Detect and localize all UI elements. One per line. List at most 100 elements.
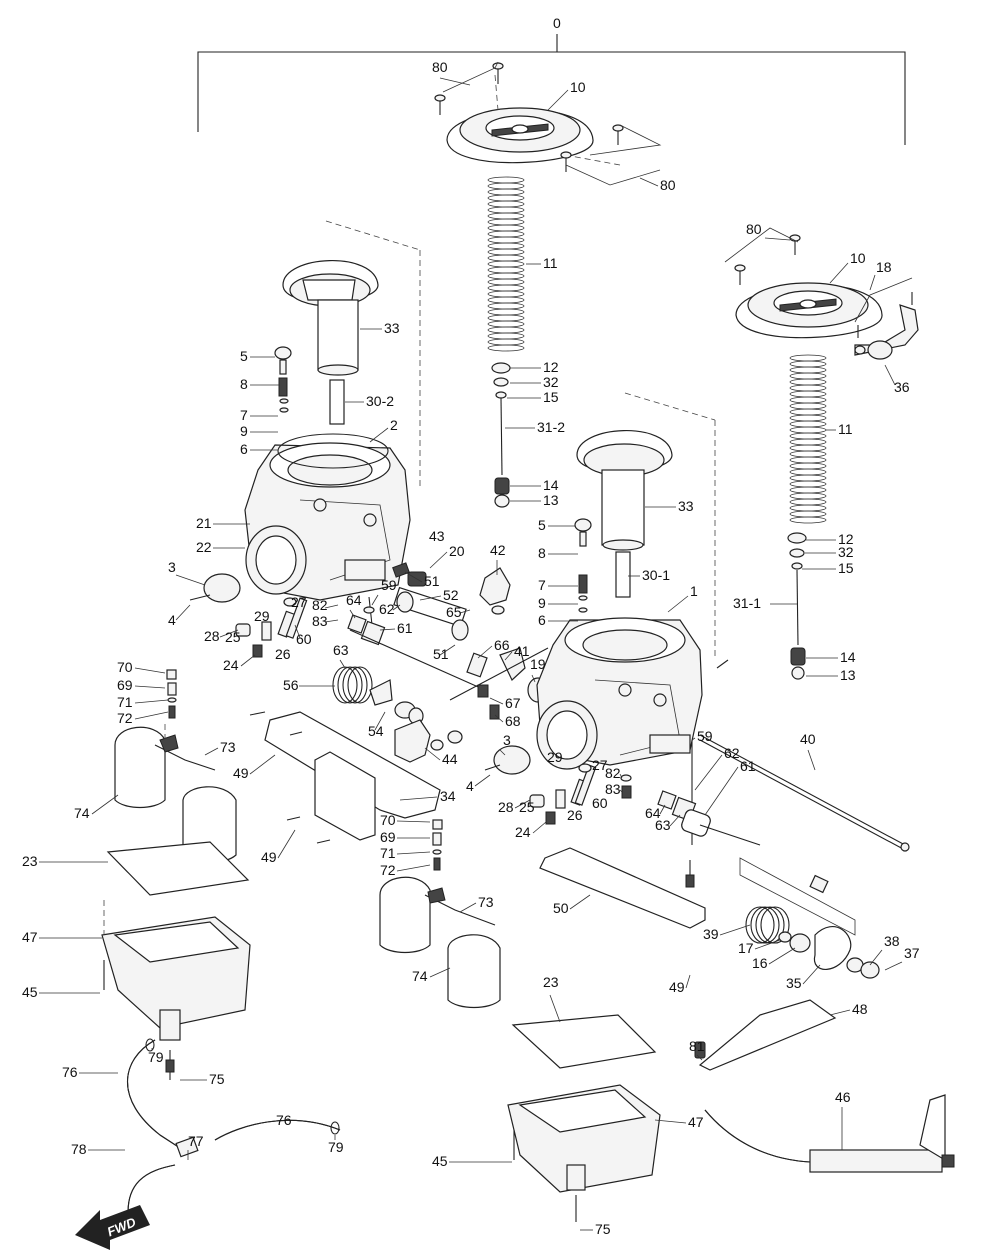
part-label-2-17: 2 <box>390 417 398 433</box>
leader-line-44-56 <box>424 747 441 761</box>
screw-80-top-3 <box>612 124 624 145</box>
float-right <box>379 819 695 1009</box>
part-label-51-43: 51 <box>433 646 449 662</box>
part-label-60-72: 60 <box>592 795 608 811</box>
pilot-screw-right <box>574 518 592 613</box>
leader-line-54-54 <box>374 711 386 731</box>
part-label-10-2: 10 <box>570 79 586 95</box>
screw-80-right-2 <box>734 264 746 285</box>
part-label-7-121: 7 <box>538 577 546 593</box>
part-label-69-78: 69 <box>380 829 396 845</box>
part-label-30_1-120: 30-1 <box>642 567 670 583</box>
leader-line-80-109 <box>764 237 791 241</box>
part-label-47-101: 47 <box>688 1114 704 1130</box>
leader-line-51-43 <box>439 644 456 656</box>
float-valve-3-left <box>189 573 241 603</box>
leader-line-64-35 <box>349 609 356 619</box>
part-label-50-84: 50 <box>553 900 569 916</box>
leader-line-65-31 <box>459 609 471 614</box>
part-label-71-51: 71 <box>117 694 133 710</box>
part-label-38-89: 38 <box>884 933 900 949</box>
part-label-49-57: 49 <box>233 765 249 781</box>
part-label-82-65: 82 <box>605 765 621 781</box>
part-label-80-109: 80 <box>746 221 762 237</box>
throttle-cable <box>694 999 955 1173</box>
bracket-plate-34 <box>249 711 463 844</box>
leader-line-35-92 <box>802 964 821 985</box>
leader-line-24-46 <box>240 654 256 667</box>
part-label-11-4: 11 <box>543 255 558 271</box>
right-carburetor-body <box>536 617 729 770</box>
leader-line-47-101 <box>654 1119 687 1124</box>
left-carburetor-body <box>244 442 411 601</box>
leader-line-62-62 <box>694 754 723 791</box>
leader-line-28-70 <box>514 799 531 809</box>
part-label-73-55: 73 <box>220 739 236 755</box>
part-label-3-59: 3 <box>503 732 511 748</box>
linkage-right <box>657 790 761 846</box>
part-label-78-105: 78 <box>71 1141 87 1157</box>
part-label-22-20: 22 <box>196 539 212 555</box>
leader-line-34-67 <box>399 796 438 801</box>
right-diaphragm-cover <box>735 282 883 339</box>
part-label-34-67: 34 <box>440 788 456 804</box>
part-label-80-1: 80 <box>432 59 448 75</box>
screw-80-top-2 <box>434 94 446 115</box>
leader-line-80-1 <box>439 77 471 86</box>
float-bowl-left <box>101 841 251 1041</box>
linkage-left <box>347 567 549 720</box>
part-label-23-95: 23 <box>543 974 559 990</box>
part-label-43-22: 43 <box>429 528 445 544</box>
throttle-assembly-right <box>739 857 880 979</box>
part-label-61-36: 61 <box>397 620 413 636</box>
screw-80-right-1 <box>789 234 801 255</box>
leader-line-18-111 <box>869 274 876 291</box>
part-label-63-42: 63 <box>333 642 349 658</box>
needle-assembly-right <box>787 532 807 680</box>
leader-line-67-48 <box>489 697 504 705</box>
leader-line-51-25 <box>404 571 423 583</box>
hoses <box>126 1038 341 1231</box>
part-label-79-97: 79 <box>148 1049 164 1065</box>
part-label-61-66: 61 <box>740 758 756 774</box>
leader-line-70-47 <box>134 667 166 674</box>
part-label-59-61: 59 <box>697 728 713 744</box>
pilot-screw-left <box>274 346 292 413</box>
part-label-47-87: 47 <box>22 929 38 945</box>
part-label-75-99: 75 <box>209 1071 225 1087</box>
part-label-13-11: 13 <box>543 492 559 508</box>
leader-line-48-96 <box>829 1009 851 1016</box>
part-label-5-12: 5 <box>240 348 248 364</box>
leader-line-3-21 <box>175 574 206 586</box>
float-left <box>114 669 237 864</box>
part-label-40-58: 40 <box>800 731 816 747</box>
part-label-81-100: 81 <box>689 1038 705 1054</box>
leader-line-73-83 <box>459 902 477 913</box>
leader-line-49-93 <box>685 974 691 989</box>
part-label-65-31: 65 <box>446 604 462 620</box>
part-label-26-73: 26 <box>567 807 583 823</box>
part-label-33-5: 33 <box>384 320 400 336</box>
part-label-23-81: 23 <box>22 853 38 869</box>
part-label-36-112: 36 <box>894 379 910 395</box>
part-label-12-6: 12 <box>543 359 559 375</box>
part-label-8-13: 8 <box>240 376 248 392</box>
leader-line-10-2 <box>547 89 569 111</box>
part-label-83-69: 83 <box>605 781 621 797</box>
part-label-9-124: 9 <box>538 595 546 611</box>
part-label-14-126: 14 <box>840 649 856 665</box>
part-label-42-24: 42 <box>490 542 506 558</box>
part-label-75-108: 75 <box>595 1221 611 1237</box>
leader-line-37-90 <box>884 961 903 971</box>
part-label-74-91: 74 <box>412 968 428 984</box>
leader-line-82-65 <box>619 773 623 779</box>
part-label-76-98: 76 <box>62 1064 78 1080</box>
rod-40 <box>699 734 910 852</box>
assembly-bracket <box>197 34 906 145</box>
leader-line-72-82 <box>396 864 431 872</box>
part-label-46-104: 46 <box>835 1089 851 1105</box>
part-label-28-37: 28 <box>204 628 220 644</box>
part-label-64-35: 64 <box>346 592 362 608</box>
part-label-66-40: 66 <box>494 637 510 653</box>
